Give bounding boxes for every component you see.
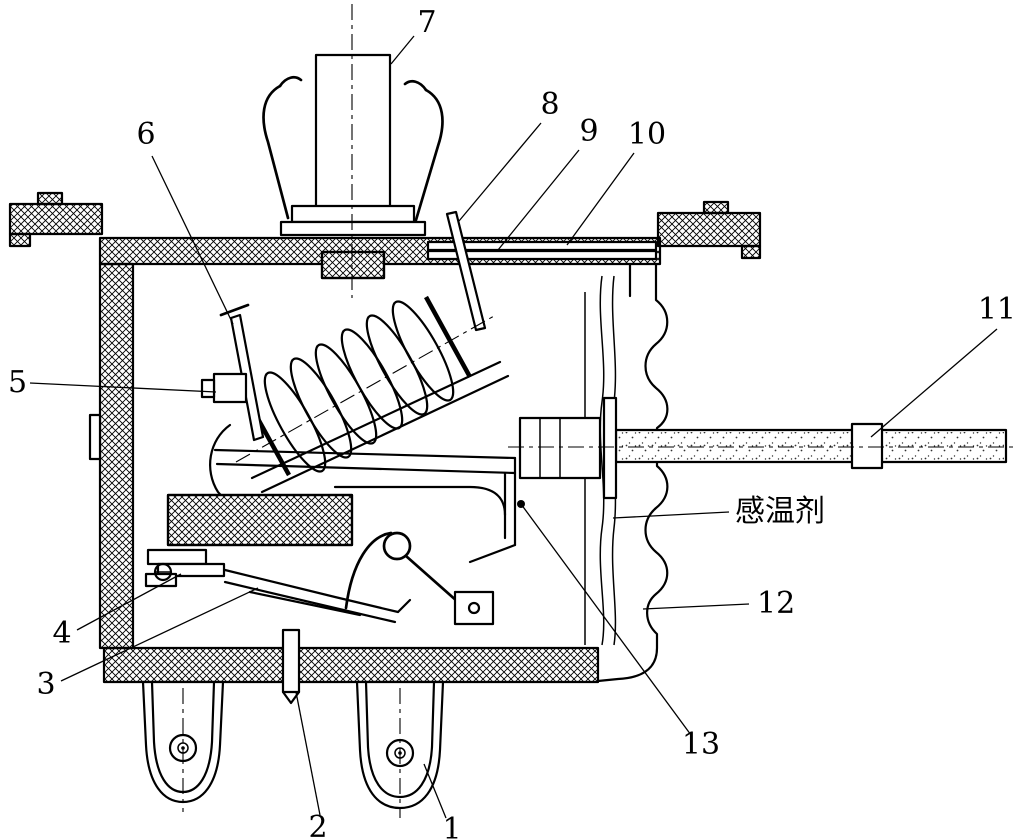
carrier-plate [333,485,507,517]
insulator-hatch [166,493,354,547]
callout-label-2: 2 [308,810,327,840]
clevis-pin [200,378,216,399]
shaft-flange-upper [290,204,416,224]
capillary-tube-fill-texture [618,432,1004,460]
center-terminal-tab [281,628,301,694]
spring-coil-6 [391,300,455,402]
right-tab-bump [702,200,730,215]
spring-coil-4 [340,328,404,430]
contact-rivet [467,601,481,615]
retaining-clip-left [262,84,290,220]
callout-leader-11 [870,328,998,438]
callout-label-10: 10 [628,117,666,152]
callout-label-11: 11 [978,292,1016,327]
callout-leader-10 [566,152,635,246]
retaining-clip-right [414,88,444,222]
adjusting-screw-head [219,303,250,317]
spring-assembly [209,295,510,502]
shaft-nut [320,250,386,280]
lever-right-foot [468,543,517,564]
contact-blade-tip [396,598,412,614]
spring-frame-rail-1 [250,360,502,480]
shaft-flange-lower [279,220,427,237]
bottom-plate [102,646,600,684]
centerlines [182,4,1018,818]
retaining-clip-left-hook [278,75,303,88]
left-tab-bump [36,191,64,206]
left-tab-lip [8,232,32,248]
spring-end-plate-right [424,295,472,379]
callout-label-13: 13 [682,727,720,762]
callout-leader-13 [520,503,692,736]
contact-blade-bottom [223,580,397,624]
contact-wire-spring-left [344,531,393,610]
terminal-right-inner [364,680,436,799]
callout-leader-3 [60,587,259,682]
right-mounting-tab [656,211,762,248]
contact-bracket-1 [146,548,208,566]
cover-plate-inner [426,249,658,261]
callout-leader-4 [76,573,182,631]
callout-label-4: 4 [52,616,71,651]
left-mounting-tab [8,202,104,236]
spring-coil-2 [289,357,353,459]
capillary-tube-sleeve [850,422,884,470]
callout-label-8: 8 [540,87,559,122]
callout-leader-2 [295,691,321,816]
contact-mechanism [144,531,495,705]
callout-leader-5 [29,382,217,393]
callout-leader-8 [458,122,542,222]
callout-label-12: 12 [757,586,795,621]
callout-label-6: 6 [136,117,155,152]
pivot-bracket [209,423,249,502]
callout-label-5: 5 [8,365,27,400]
retaining-clip-right-hook [403,79,428,92]
callout-leader-ganwenji [612,511,730,519]
callout-label-7: 7 [417,5,436,40]
shaft-stem [314,53,392,209]
adjusting-shaft [262,53,444,280]
right-wall-corrugated-profile [596,262,669,683]
insulator-block [166,493,354,547]
callout-leader-1 [423,763,447,819]
left-wall-boss [88,413,102,461]
contact-block [453,590,495,626]
push-rod-body [445,210,487,332]
left-wall [98,262,135,650]
callout-label-ganwenji: 感温剂 [735,494,825,529]
capillary-tube [614,422,1008,470]
callout-label-3: 3 [36,667,55,702]
push-rod [445,210,487,332]
callout-leader-12 [642,603,750,610]
clevis-block [212,372,248,404]
housing-shell [8,191,762,684]
lever-top-edge [213,448,517,460]
bellows-fold-line-1 [599,275,605,646]
piston-assembly [518,396,618,500]
cover-plates [426,240,658,261]
callout-dot-13 [517,500,525,508]
transfer-lever [213,448,517,564]
adjusters [200,303,265,442]
callout-leader-9 [497,149,580,251]
spring-axis-centerline [235,315,495,463]
callout-leader-6 [151,155,234,325]
callout-leader-7 [390,35,415,65]
callout-label-1: 1 [442,812,461,840]
spring-frame-rail-2 [260,374,510,494]
diaphragm-plate [602,396,618,500]
callout-label-9: 9 [579,114,598,149]
contact-wire-spring-loop [382,531,412,561]
contact-blade-top [223,568,400,614]
right-tab-lip [740,244,762,260]
contact-blade-2 [248,590,362,617]
lever-bottom-edge [215,462,517,475]
